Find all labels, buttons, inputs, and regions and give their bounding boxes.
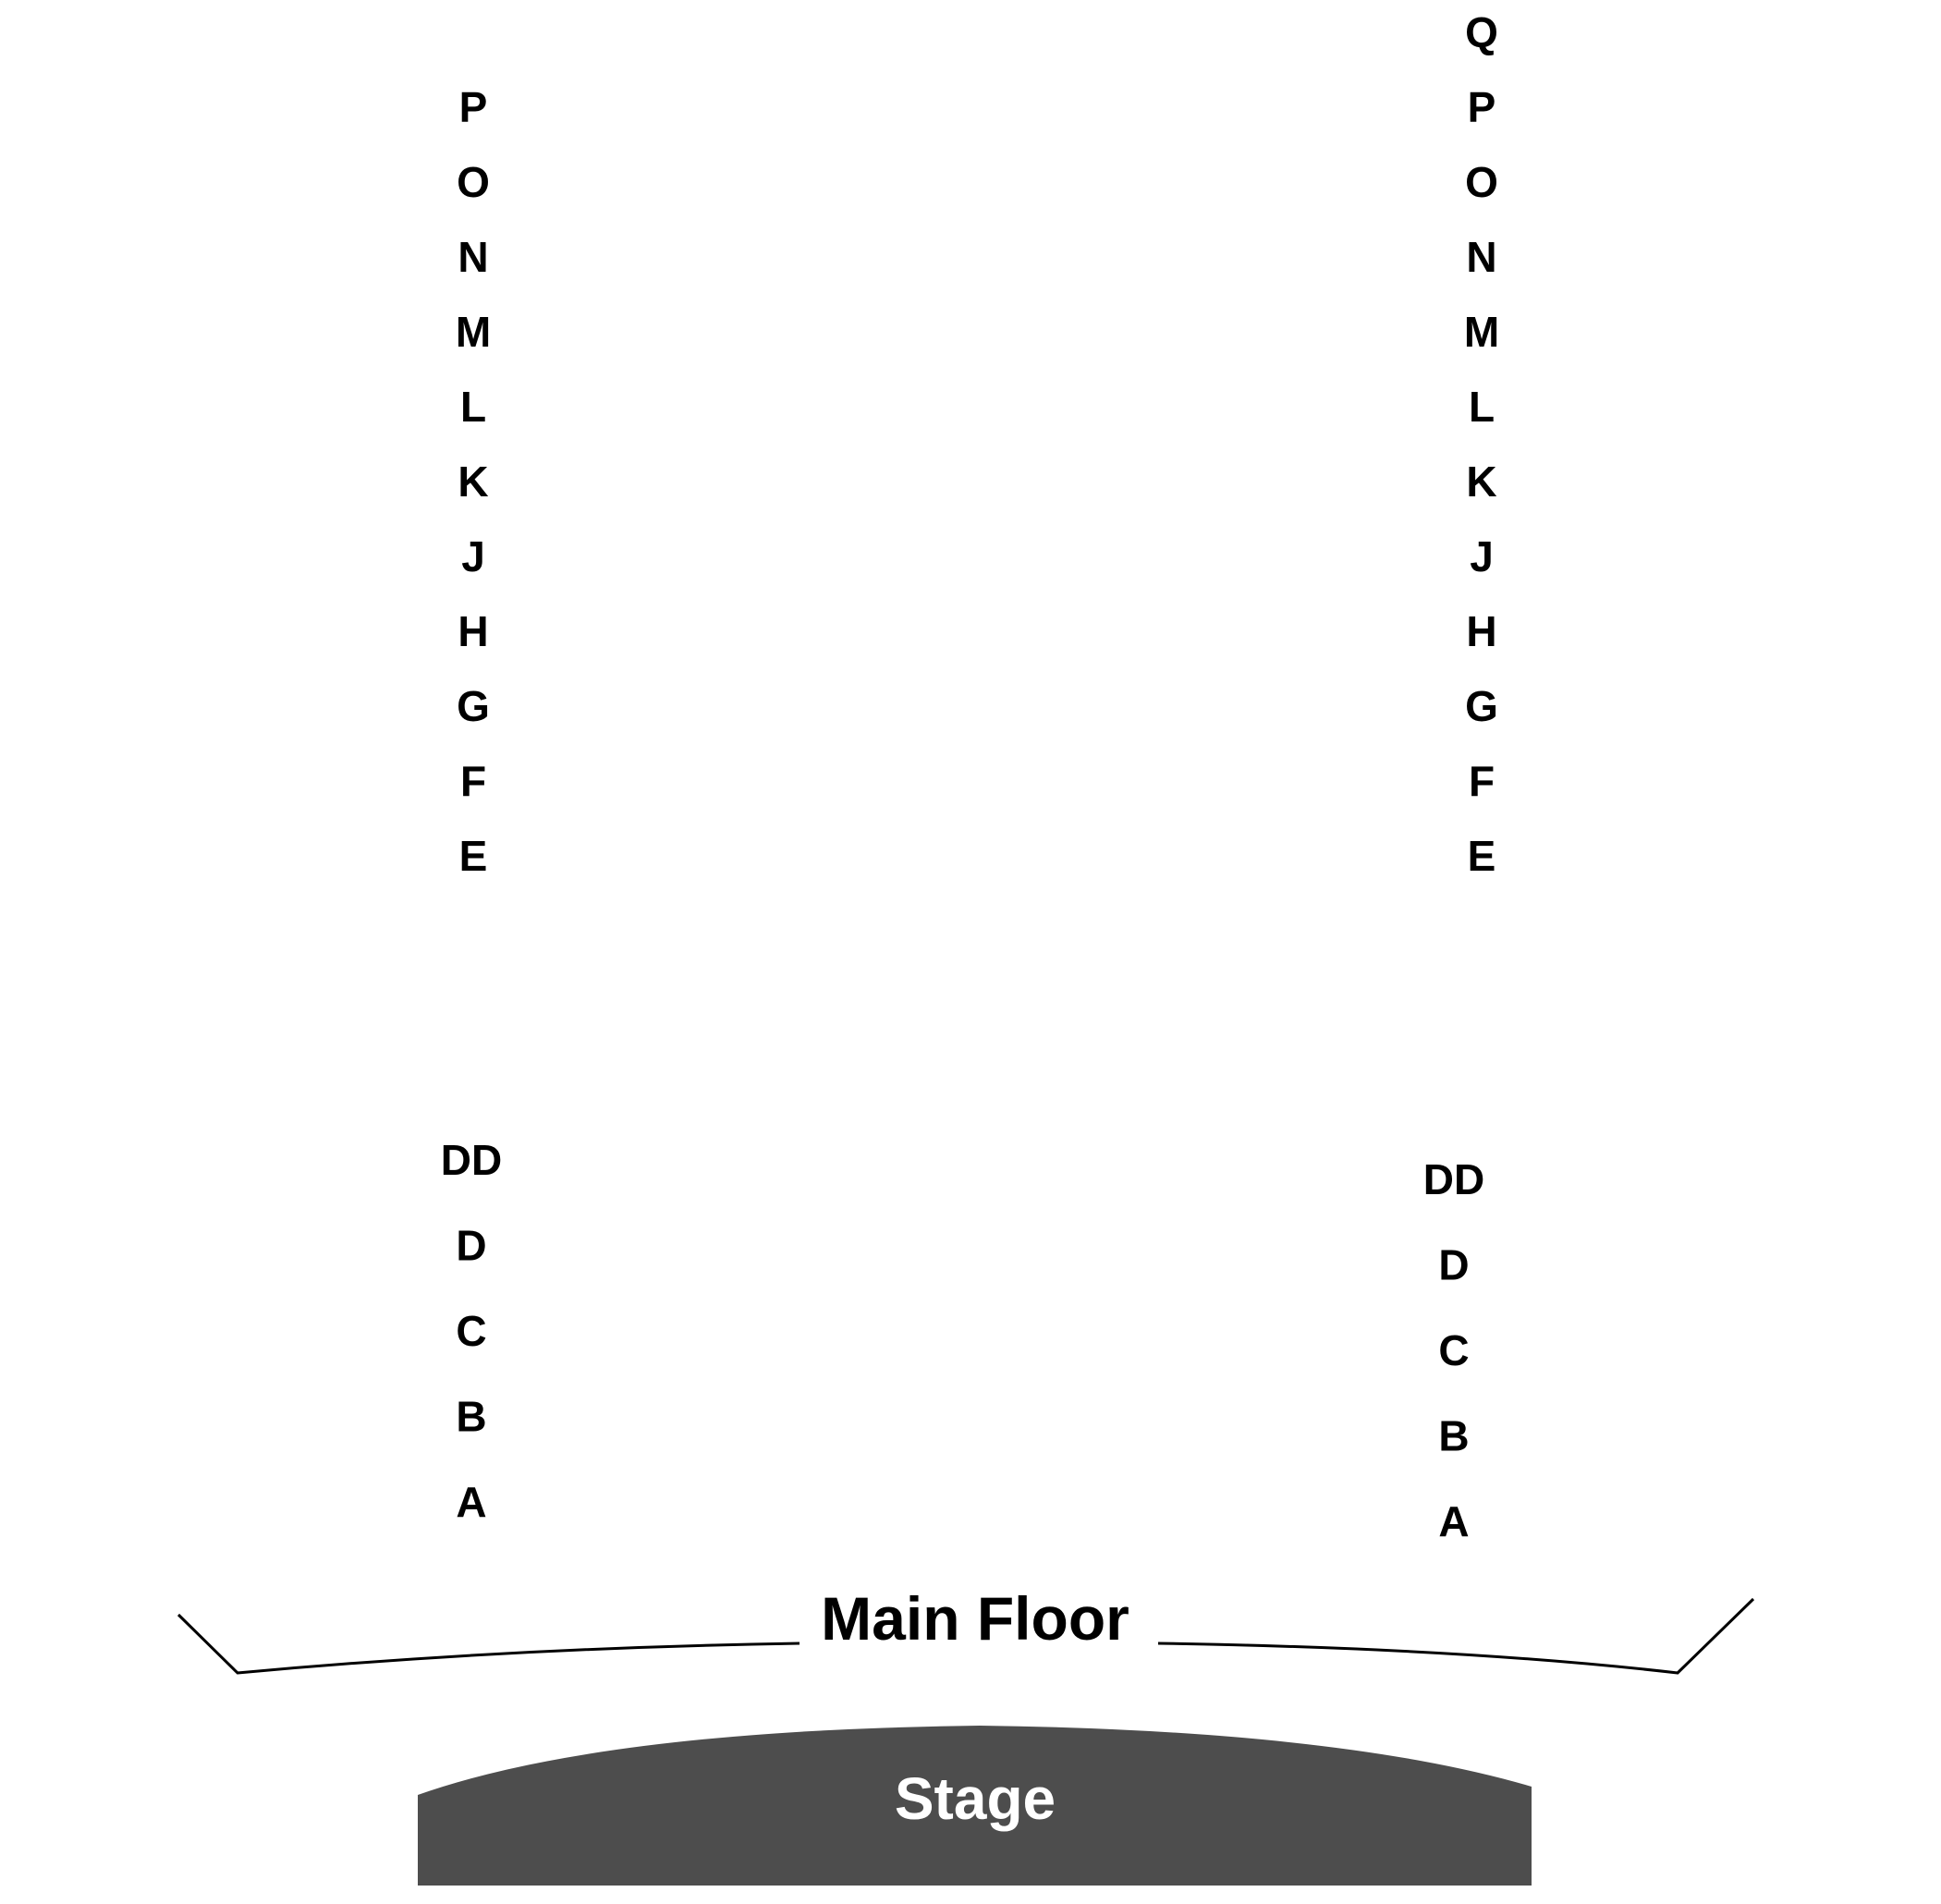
row-label-left-n: N xyxy=(458,233,488,281)
row-label-right-g: G xyxy=(1465,682,1498,730)
row-label-left-l: L xyxy=(460,383,486,431)
row-label-right-m: M xyxy=(1464,308,1499,356)
row-label-right-l: L xyxy=(1469,383,1495,431)
row-label-left-g: G xyxy=(457,682,490,730)
row-label-right-p: P xyxy=(1468,83,1496,131)
row-label-right-n: N xyxy=(1466,233,1496,281)
row-label-left-a: A xyxy=(456,1478,486,1526)
row-label-right-e: E xyxy=(1468,832,1496,880)
row-label-right-a: A xyxy=(1438,1497,1469,1545)
row-label-right-f: F xyxy=(1469,757,1495,805)
row-label-left-f: F xyxy=(460,757,486,805)
row-label-left-o: O xyxy=(457,158,490,206)
row-label-left-d: D xyxy=(456,1222,486,1270)
row-label-right-c: C xyxy=(1438,1326,1469,1374)
row-label-right-h: H xyxy=(1466,607,1496,655)
row-label-left-p: P xyxy=(459,83,488,131)
row-label-left-h: H xyxy=(458,607,488,655)
row-label-left-e: E xyxy=(459,832,488,880)
main-floor-label: Main Floor xyxy=(821,1584,1129,1653)
row-label-right-d: D xyxy=(1438,1241,1469,1289)
stage-label: Stage xyxy=(895,1765,1056,1832)
row-label-right-j: J xyxy=(1470,532,1494,580)
row-label-right-dd: DD xyxy=(1423,1155,1484,1203)
main-floor-boundary-left xyxy=(177,1613,800,1675)
row-label-left-b: B xyxy=(456,1393,486,1441)
row-label-left-j: J xyxy=(461,532,485,580)
row-label-right-o: O xyxy=(1465,158,1498,206)
row-label-right-k: K xyxy=(1466,458,1496,506)
row-label-left-k: K xyxy=(458,458,488,506)
row-label-left-c: C xyxy=(456,1307,486,1355)
main-floor-boundary-right xyxy=(1157,1597,1755,1675)
row-label-left-dd: DD xyxy=(441,1136,502,1184)
stage xyxy=(418,1726,1532,1886)
row-label-right-q: Q xyxy=(1465,8,1498,56)
row-label-left-m: M xyxy=(456,308,491,356)
row-label-right-b: B xyxy=(1438,1412,1469,1460)
